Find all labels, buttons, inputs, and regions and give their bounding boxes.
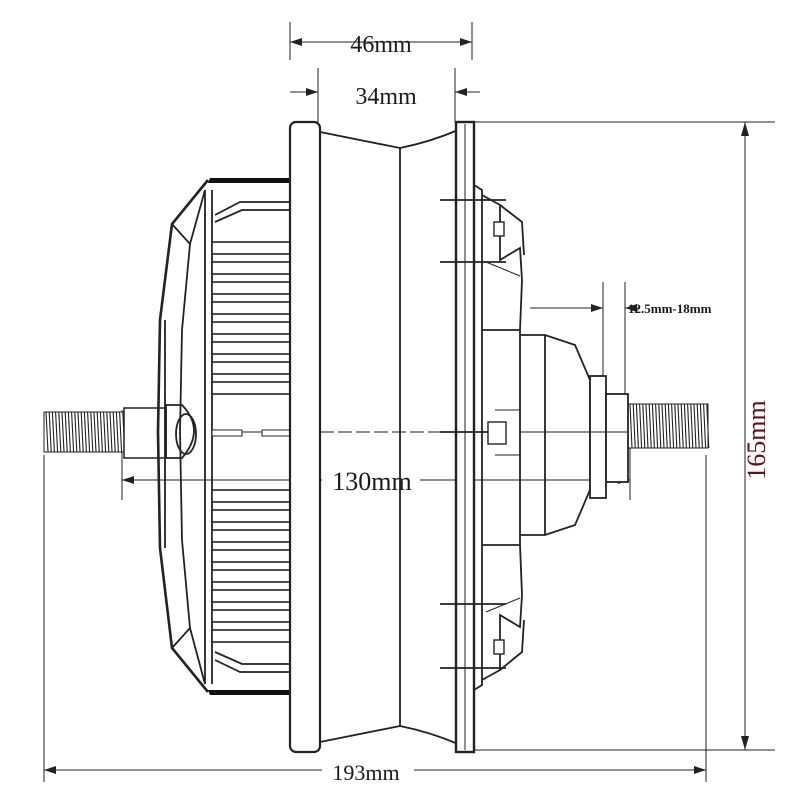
left-motor-housing (156, 178, 291, 695)
drawing-line (64, 411, 68, 453)
cooling-fin (211, 609, 291, 623)
drawing-line (80, 411, 84, 453)
drawing-line (629, 403, 633, 449)
drawing-line (87, 411, 91, 453)
drawing-line (93, 411, 97, 453)
right-axle-thread (627, 403, 710, 449)
label-dropout: 12.5mm-18mm (628, 301, 712, 316)
drawing-line (703, 403, 707, 449)
cooling-fin (211, 529, 291, 543)
drawing-line (635, 403, 639, 449)
drawing-line (671, 403, 675, 449)
drawing-line (674, 403, 678, 449)
drawing-line (651, 403, 655, 449)
drawing-line (645, 403, 649, 449)
cooling-fin (211, 509, 291, 523)
label-165mm: 165mm (742, 400, 771, 479)
dim-193mm: 193mm (43, 455, 707, 785)
cooling-fin (211, 381, 291, 395)
drawing-line (677, 403, 681, 449)
drawing-line (706, 403, 710, 449)
cooling-fin (211, 261, 291, 275)
cooling-fin (211, 301, 291, 315)
drawing-line (71, 411, 75, 453)
drawing-line (96, 411, 100, 453)
drawing-line (99, 411, 103, 453)
drawing-line (115, 411, 119, 453)
drawing-line (687, 403, 691, 449)
left-axle-shoulder (123, 404, 197, 459)
drawing-line (61, 411, 65, 453)
cooling-fin (211, 489, 291, 503)
dim-dropout: 12.5mm-18mm (530, 282, 712, 400)
label-130mm: 130mm (332, 467, 411, 496)
right-cover (473, 184, 629, 691)
drawing-line (690, 403, 694, 449)
dim-46mm: 46mm (289, 22, 473, 60)
drawing-line (655, 403, 659, 449)
drawing-line (648, 403, 652, 449)
drawing-line (83, 411, 87, 453)
drawing-line (119, 411, 123, 453)
cooling-fin (211, 341, 291, 355)
drawing-line (664, 403, 668, 449)
drawing-line (667, 403, 671, 449)
drawing-line (67, 411, 71, 453)
drawing-line (661, 403, 665, 449)
label-193mm: 193mm (332, 760, 399, 785)
drawing-line (51, 411, 55, 453)
drawing-line (693, 403, 697, 449)
drawing-line (639, 403, 643, 449)
cooling-fin (211, 589, 291, 603)
drawing-line (106, 411, 110, 453)
cooling-fin (211, 361, 291, 375)
hub-drum (319, 129, 459, 745)
drawing-line (642, 403, 646, 449)
label-34mm: 34mm (355, 84, 417, 110)
cooling-fin (211, 549, 291, 563)
dim-165mm: 165mm (474, 121, 775, 751)
drawing-line (58, 411, 62, 453)
drawing-line (103, 411, 107, 453)
right-flange (440, 120, 506, 754)
drawing-line (699, 403, 703, 449)
cooling-fin (211, 241, 291, 255)
drawing-line (74, 411, 78, 453)
drawing-line (683, 403, 687, 449)
dim-34mm: 34mm (290, 68, 480, 122)
dim-130mm: 130mm (121, 410, 631, 500)
drawing-line (658, 403, 662, 449)
drawing-line (45, 411, 49, 453)
cooling-fin (211, 629, 291, 643)
drawing-line (109, 411, 113, 453)
drawing-line (77, 411, 81, 453)
drawing-line (55, 411, 59, 453)
cooling-fin (211, 321, 291, 335)
drawing-line (696, 403, 700, 449)
left-flange (288, 120, 322, 754)
drawing-line (48, 411, 52, 453)
cooling-fin (211, 281, 291, 295)
label-46mm: 46mm (350, 32, 412, 58)
drawing-line (680, 403, 684, 449)
left-axle-thread (43, 411, 126, 453)
drawing-line (112, 411, 116, 453)
drawing-line (90, 411, 94, 453)
drawing-line (632, 403, 636, 449)
cooling-fin (211, 569, 291, 583)
